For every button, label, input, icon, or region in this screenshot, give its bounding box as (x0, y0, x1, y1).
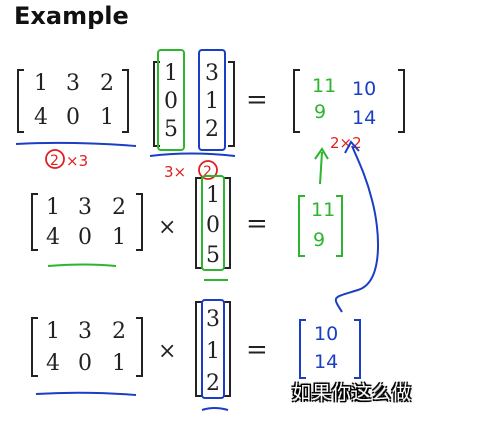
annotation-result-dim: 2×2 (330, 134, 362, 152)
bracket-right (224, 177, 231, 269)
times-sign: × (158, 215, 176, 240)
cell: 0 (66, 105, 80, 130)
cell: 1 (112, 351, 126, 376)
bracket-left (31, 193, 38, 251)
cell: 0 (78, 225, 92, 250)
green-column-box (157, 49, 185, 151)
result-col1: 11 9 (298, 195, 343, 257)
cell: 2 (112, 319, 126, 344)
vector-b2: 3 1 2 (195, 299, 231, 399)
equals-sign: = (246, 209, 268, 239)
blue-column-box (198, 49, 226, 151)
cell: 1 (34, 71, 48, 96)
underline-blue (201, 407, 229, 411)
equals-sign: = (246, 335, 268, 365)
bracket-left (17, 69, 24, 133)
bracket-right (136, 317, 143, 377)
underline-blue (15, 141, 137, 147)
cell: 4 (34, 105, 48, 130)
cell: 2 (112, 195, 126, 220)
page-title: Example (14, 2, 129, 30)
bracket-left (31, 317, 38, 377)
cell: 9 (313, 229, 325, 251)
video-subtitle: 如果你这么做 (292, 382, 413, 404)
cell: 11 (311, 199, 335, 221)
bracket-right (336, 195, 343, 257)
bracket-right (224, 301, 231, 397)
underline-blue (149, 152, 236, 157)
cell: 10 (352, 78, 376, 100)
annotation: 2 (203, 164, 212, 180)
matrix-a-row1: 1 3 2 4 0 1 (17, 69, 129, 133)
cell: 10 (314, 323, 338, 345)
cell: 2 (100, 71, 114, 96)
bracket-left (293, 69, 300, 133)
cell: 5 (164, 117, 178, 142)
cell: 14 (352, 107, 376, 129)
cell: 4 (46, 351, 60, 376)
cell: 1 (46, 195, 60, 220)
red-circle (198, 160, 218, 180)
matrix-a-row2: 1 3 2 4 0 1 (31, 193, 143, 251)
bracket-right (398, 69, 405, 133)
bracket-right (136, 193, 143, 251)
bracket-left (298, 195, 305, 257)
arrow-green (319, 151, 323, 185)
matrix-b-row1: 1 0 5 3 1 2 (153, 49, 235, 151)
cell: 0 (206, 213, 220, 238)
bracket-right (228, 61, 235, 147)
cell: 14 (314, 351, 338, 373)
bracket-left (195, 301, 202, 397)
cell: 3 (66, 71, 80, 96)
cell: 0 (164, 89, 178, 114)
result-col2: 10 14 (299, 319, 361, 379)
cell: 0 (78, 351, 92, 376)
times-sign: × (158, 339, 176, 364)
equals-sign: = (246, 85, 268, 115)
bracket-right (122, 69, 129, 133)
annotation: 2 (50, 153, 59, 169)
green-column-box (201, 175, 225, 271)
annotation: ×3 (66, 152, 88, 170)
bracket-left (195, 177, 202, 269)
cell: 3 (78, 195, 92, 220)
cell: 1 (205, 89, 219, 114)
matrix-a-row3: 1 3 2 4 0 1 (31, 317, 143, 377)
blue-column-box (201, 299, 225, 399)
annotation: 3× (164, 163, 186, 181)
cell: 4 (46, 225, 60, 250)
red-circle (45, 149, 65, 169)
cell: 2 (206, 371, 220, 396)
cell: 1 (206, 339, 220, 364)
cell: 11 (312, 75, 336, 97)
arrow-blue-head (344, 140, 360, 154)
cell: 3 (78, 319, 92, 344)
cell: 3 (206, 307, 220, 332)
cell: 1 (206, 183, 220, 208)
vector-b1: 1 0 5 (195, 175, 231, 271)
cell: 5 (206, 243, 220, 268)
cell: 1 (46, 319, 60, 344)
underline-blue (35, 391, 137, 396)
arrow-green-head (314, 147, 329, 160)
bracket-right (354, 319, 361, 379)
cell: 3 (205, 61, 219, 86)
cell: 1 (112, 225, 126, 250)
cell: 1 (164, 61, 178, 86)
result-matrix: 11 10 9 14 (293, 69, 405, 133)
bracket-left (299, 319, 306, 379)
underline-green (47, 263, 117, 267)
cell: 2 (205, 117, 219, 142)
cell: 9 (314, 101, 326, 123)
cell: 1 (100, 105, 114, 130)
arrow-blue (334, 145, 379, 313)
